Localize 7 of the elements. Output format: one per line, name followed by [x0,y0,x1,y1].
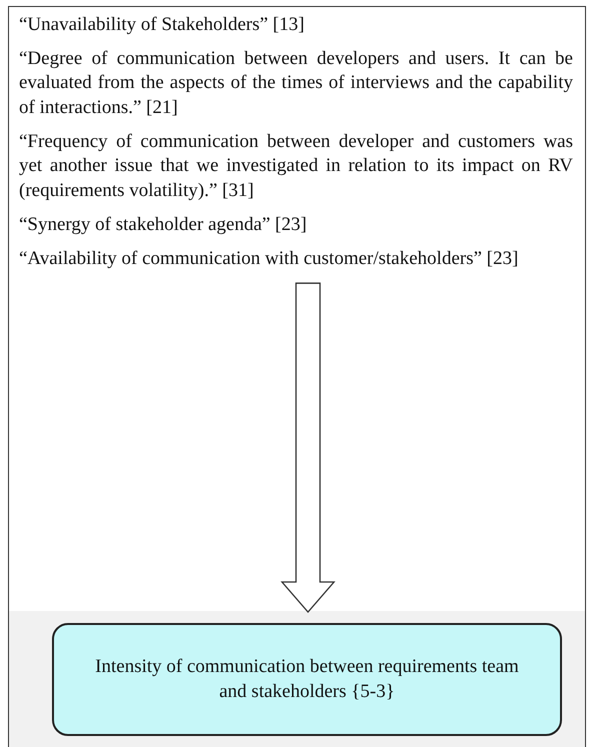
quote-text: “Synergy of stakeholder agenda” [23] [19,212,308,237]
quote-text: “Availability of communication with customer/stakeholders” [23] [19,246,520,270]
quote-text: “Degree of communication between developers and users. It can be evaluated from the aspects of the times of interviews and the capability of interactions.” [21] [19,46,573,120]
quote-text: “Unavailability of Stakeholders” [13] [19,13,306,37]
result-box: Intensity of communication between requirements team and stakeholders {5-3} [52,623,562,736]
quote-text: “Frequency of communication between developer and customers was yet another issue that we investigated in relation to its impact on RV (requirements volatility).” [31] [19,130,573,204]
hollow-arrow [280,282,336,613]
